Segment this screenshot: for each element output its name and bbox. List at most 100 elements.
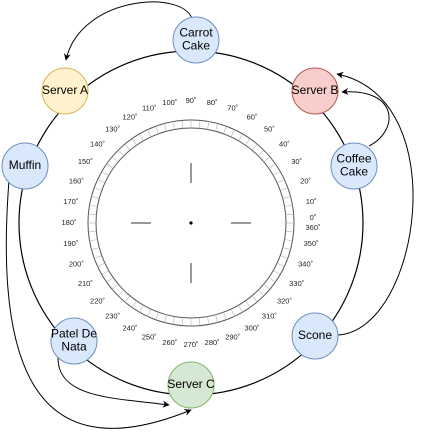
dial-tick: [94, 255, 102, 259]
degree-label: 240˚: [122, 324, 137, 333]
dial-tick: [263, 283, 271, 290]
dial-tick: [282, 196, 291, 199]
edge-coffee-cake-to-server-b: [341, 88, 390, 147]
degree-label: 100˚: [162, 98, 177, 107]
dial-tick: [215, 123, 218, 132]
dial-tick: [251, 143, 258, 151]
dial-tick: [284, 204, 293, 207]
dial-tick: [280, 255, 288, 259]
degree-label: 280˚: [205, 338, 220, 347]
degree-label: 160˚: [69, 176, 84, 185]
edges: [5, 1, 414, 429]
dial-tick: [106, 163, 114, 169]
dial-tick: [257, 149, 265, 157]
node-server-c[interactable]: Server C: [167, 361, 215, 409]
dial-tick: [88, 213, 97, 216]
degree-label: 260˚: [162, 338, 177, 347]
dial-tick: [276, 262, 285, 267]
dial-tick: [117, 289, 125, 297]
degree-label: 80˚: [207, 98, 218, 107]
edge-patel-de-nata-to-server-c: [57, 357, 170, 408]
dial-tick: [273, 270, 281, 275]
node-label: Scone: [298, 328, 332, 342]
node-label: Patel De: [51, 327, 97, 341]
degree-label: 220˚: [90, 296, 105, 305]
dial-tick: [268, 277, 276, 283]
dial-tick: [280, 187, 288, 191]
dial-tick: [285, 230, 294, 233]
dial-tick: [207, 121, 210, 130]
node-label: Server C: [167, 377, 215, 391]
node-label: Server A: [42, 83, 88, 97]
dial-tick: [181, 317, 184, 326]
edge-muffin-to-server-c: [5, 167, 192, 429]
degree-label: 110˚: [142, 103, 156, 112]
degree-label: 120˚: [122, 112, 137, 121]
dial-tick: [97, 179, 106, 184]
dial-tick: [164, 314, 167, 323]
dial-tick: [91, 196, 100, 199]
dial-tick: [117, 149, 125, 157]
dial-tick: [238, 305, 243, 313]
degree-label: 330˚: [289, 279, 304, 288]
node-label: Muffin: [9, 158, 41, 172]
dial-tick: [124, 143, 131, 151]
node-circle: [41, 67, 89, 115]
node-circle: [1, 142, 49, 190]
degree-label: 130˚: [105, 125, 120, 134]
degree-label: 70˚: [227, 103, 238, 112]
dial-tick: [198, 317, 201, 326]
dial-tick: [155, 312, 159, 320]
degree-label: 300˚: [244, 324, 259, 333]
node-circle: [330, 142, 378, 190]
dial-tick: [223, 312, 227, 320]
degree-label: 290˚: [225, 333, 240, 342]
degree-label: 60˚: [247, 112, 258, 121]
dial-tick: [238, 133, 243, 141]
degree-label: 150˚: [78, 157, 93, 166]
degree-label: 230˚: [105, 311, 120, 320]
degree-label: 50˚: [264, 125, 275, 134]
center-crosshair: [131, 163, 251, 283]
node-muffin[interactable]: Muffin: [1, 142, 49, 190]
dial-tick: [88, 230, 97, 233]
node-scone[interactable]: Scone: [291, 312, 339, 360]
dial-tick: [124, 295, 131, 303]
dial-tick: [273, 171, 281, 176]
node-circle: [167, 361, 215, 409]
degree-label: 340˚: [298, 260, 313, 269]
degree-label: 200˚: [69, 260, 84, 269]
dial-tick: [245, 300, 251, 308]
node-circle: [172, 16, 220, 64]
dial-tick: [147, 308, 152, 317]
dial-tick: [282, 247, 291, 250]
degree-label: 250˚: [142, 333, 157, 342]
dial-tick: [131, 300, 137, 308]
edge-carrot-cake-to-server-a: [63, 1, 194, 61]
dial-tick: [111, 156, 119, 163]
dial-tick: [285, 213, 294, 216]
node-server-b[interactable]: Server B: [291, 67, 339, 115]
dial-tick: [155, 126, 159, 134]
dial-tick: [94, 187, 102, 191]
dial-tick: [131, 138, 137, 146]
dial-tick: [97, 262, 106, 267]
degree-label: 310˚: [262, 311, 277, 320]
node-label: Server B: [292, 83, 339, 97]
degree-label: 90˚: [186, 96, 197, 105]
degree-label: 30˚: [291, 157, 302, 166]
degree-label: 190˚: [63, 239, 78, 248]
dial-tick: [181, 120, 184, 129]
dial-tick: [207, 316, 210, 325]
node-label: Carrot: [179, 26, 213, 40]
node-server-a[interactable]: Server A: [41, 67, 89, 115]
dial-tick: [101, 270, 109, 275]
degree-label: 350˚: [304, 239, 319, 248]
degree-dial: 0˚10˚20˚30˚40˚50˚60˚70˚80˚90˚100˚110˚120…: [61, 96, 320, 349]
